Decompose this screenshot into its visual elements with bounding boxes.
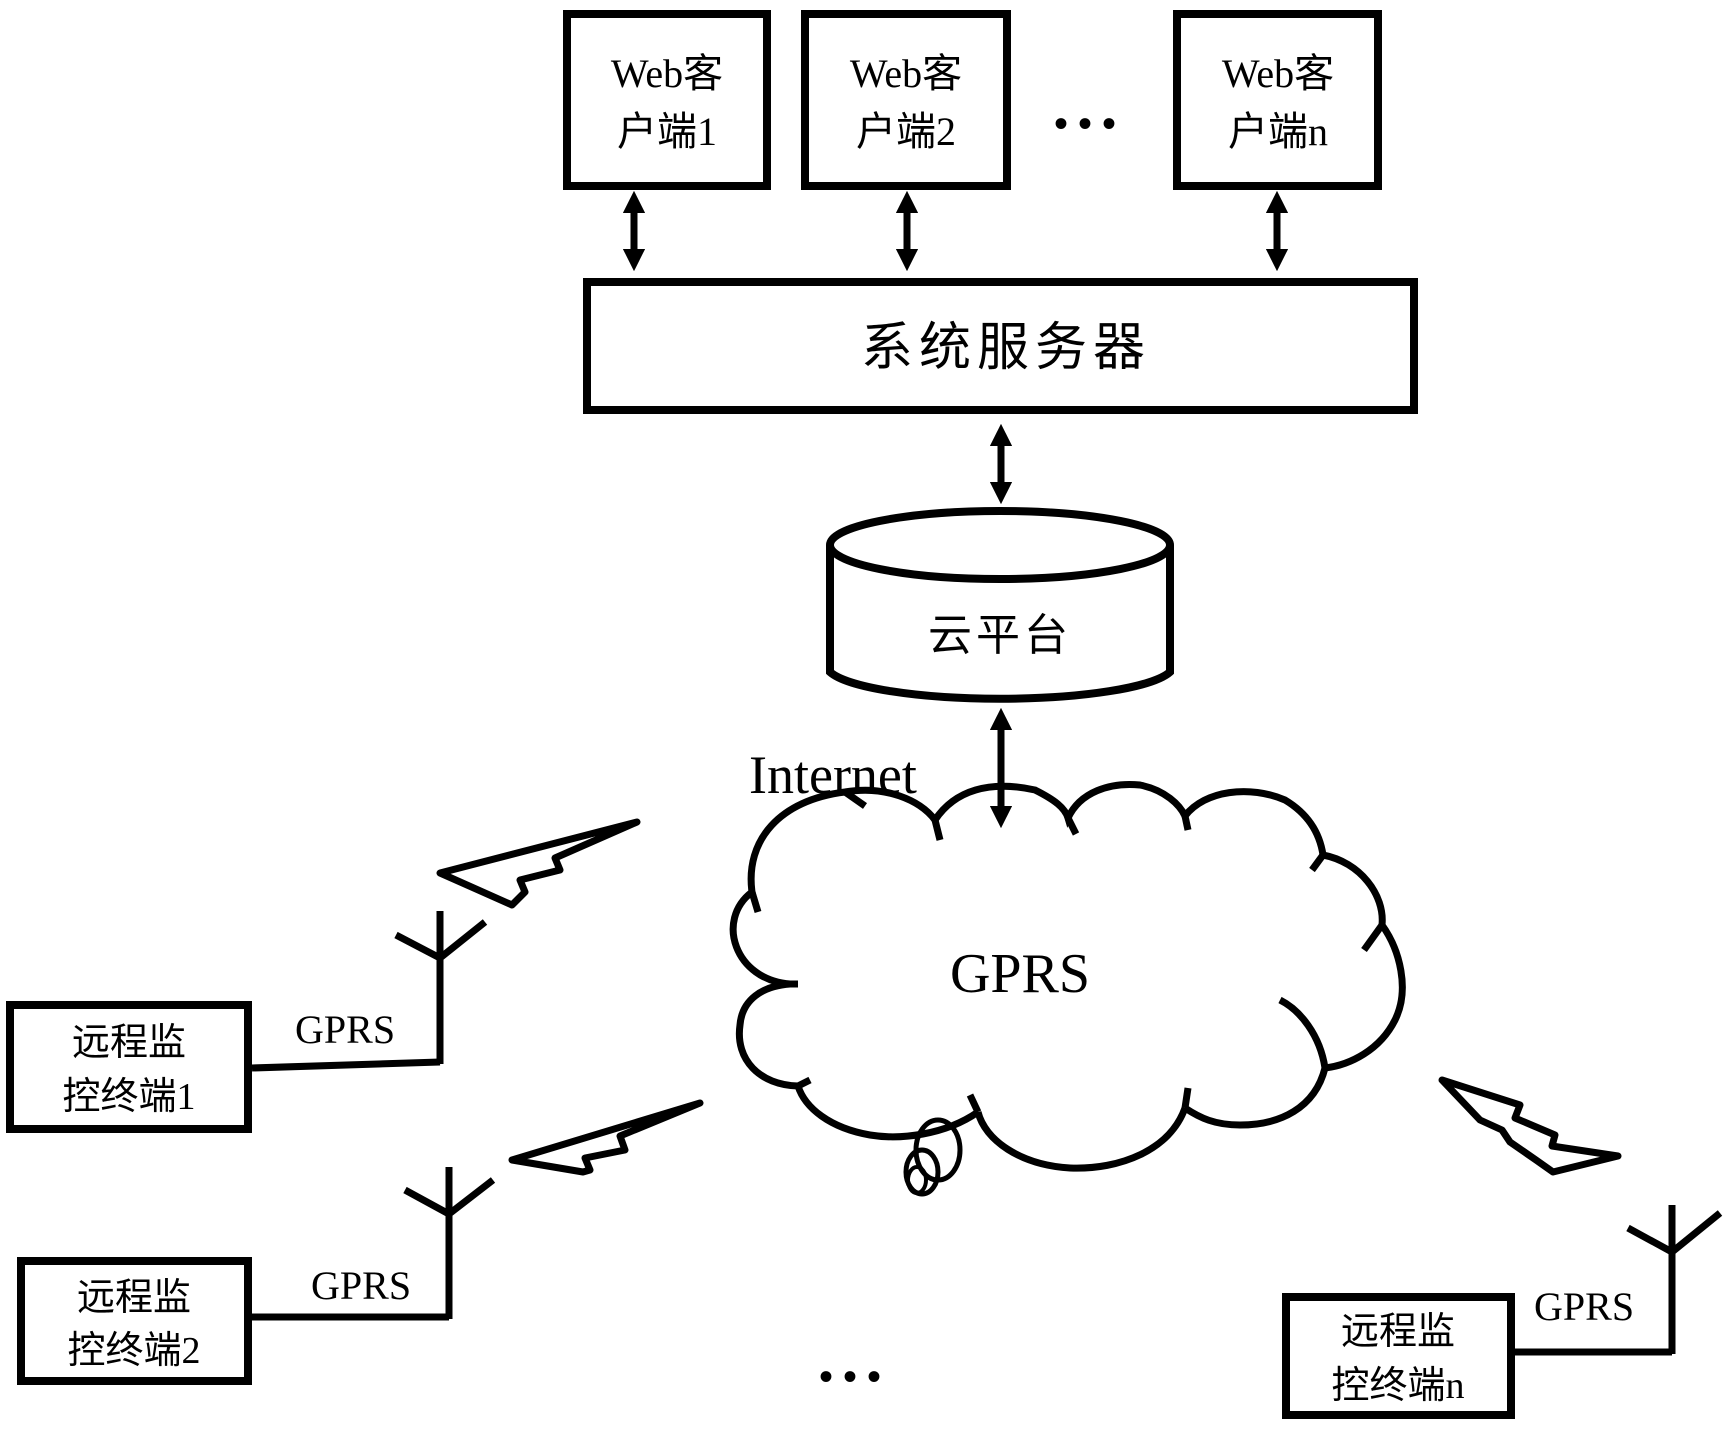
lightning-icon-1 — [436, 818, 641, 909]
terminal-1-line1: 远程监 — [72, 1022, 186, 1064]
remote-terminal-n: 远程监 控终端n — [1282, 1293, 1515, 1419]
gprs-cloud-label: GPRS — [950, 943, 1090, 1005]
remote-terminal-1: 远程监 控终端1 — [6, 1001, 252, 1133]
web-client-1-line2: 户端1 — [617, 109, 717, 154]
terminal-1-link-label: GPRS — [295, 1007, 395, 1052]
terminal-2-link-label: GPRS — [311, 1263, 411, 1308]
antenna-icon-n — [1515, 1205, 1723, 1356]
web-client-n-line1: Web客 — [1222, 51, 1334, 96]
web-client-2: Web客 户端2 — [801, 10, 1011, 190]
lightning-icon-3 — [1438, 1076, 1622, 1176]
web-client-n-line2: 户端n — [1228, 109, 1328, 154]
web-client-1-line1: Web客 — [611, 51, 723, 96]
terminal-n-line1: 远程监 — [1341, 1311, 1455, 1353]
system-server: 系统服务器 — [583, 278, 1418, 414]
gprs-cloud-icon: GPRS — [729, 780, 1406, 1197]
antenna-icon-2 — [252, 1167, 496, 1321]
web-client-n: Web客 户端n — [1173, 10, 1382, 190]
terminal-2-line2: 控终端2 — [67, 1330, 200, 1372]
terminal-2-line1: 远程监 — [77, 1277, 191, 1319]
terminal-n-line2: 控终端n — [1331, 1365, 1464, 1407]
system-server-label: 系统服务器 — [861, 320, 1151, 377]
web-client-1: Web客 户端1 — [563, 10, 771, 190]
web-client-2-line1: Web客 — [850, 51, 962, 96]
lightning-icon-2 — [508, 1099, 704, 1176]
web-client-2-line2: 户端2 — [856, 109, 956, 154]
terminals-ellipsis: • • • — [819, 1354, 881, 1399]
antenna-icon-1 — [251, 911, 488, 1072]
cloud-platform-database-icon: 云平台 — [826, 507, 1174, 703]
terminal-1-line2: 控终端1 — [62, 1076, 195, 1118]
cloud-platform-label: 云平台 — [928, 611, 1072, 660]
remote-terminal-2: 远程监 控终端2 — [17, 1257, 252, 1385]
terminal-n-link-label: GPRS — [1534, 1284, 1634, 1329]
web-clients-ellipsis: • • • — [1054, 101, 1116, 146]
